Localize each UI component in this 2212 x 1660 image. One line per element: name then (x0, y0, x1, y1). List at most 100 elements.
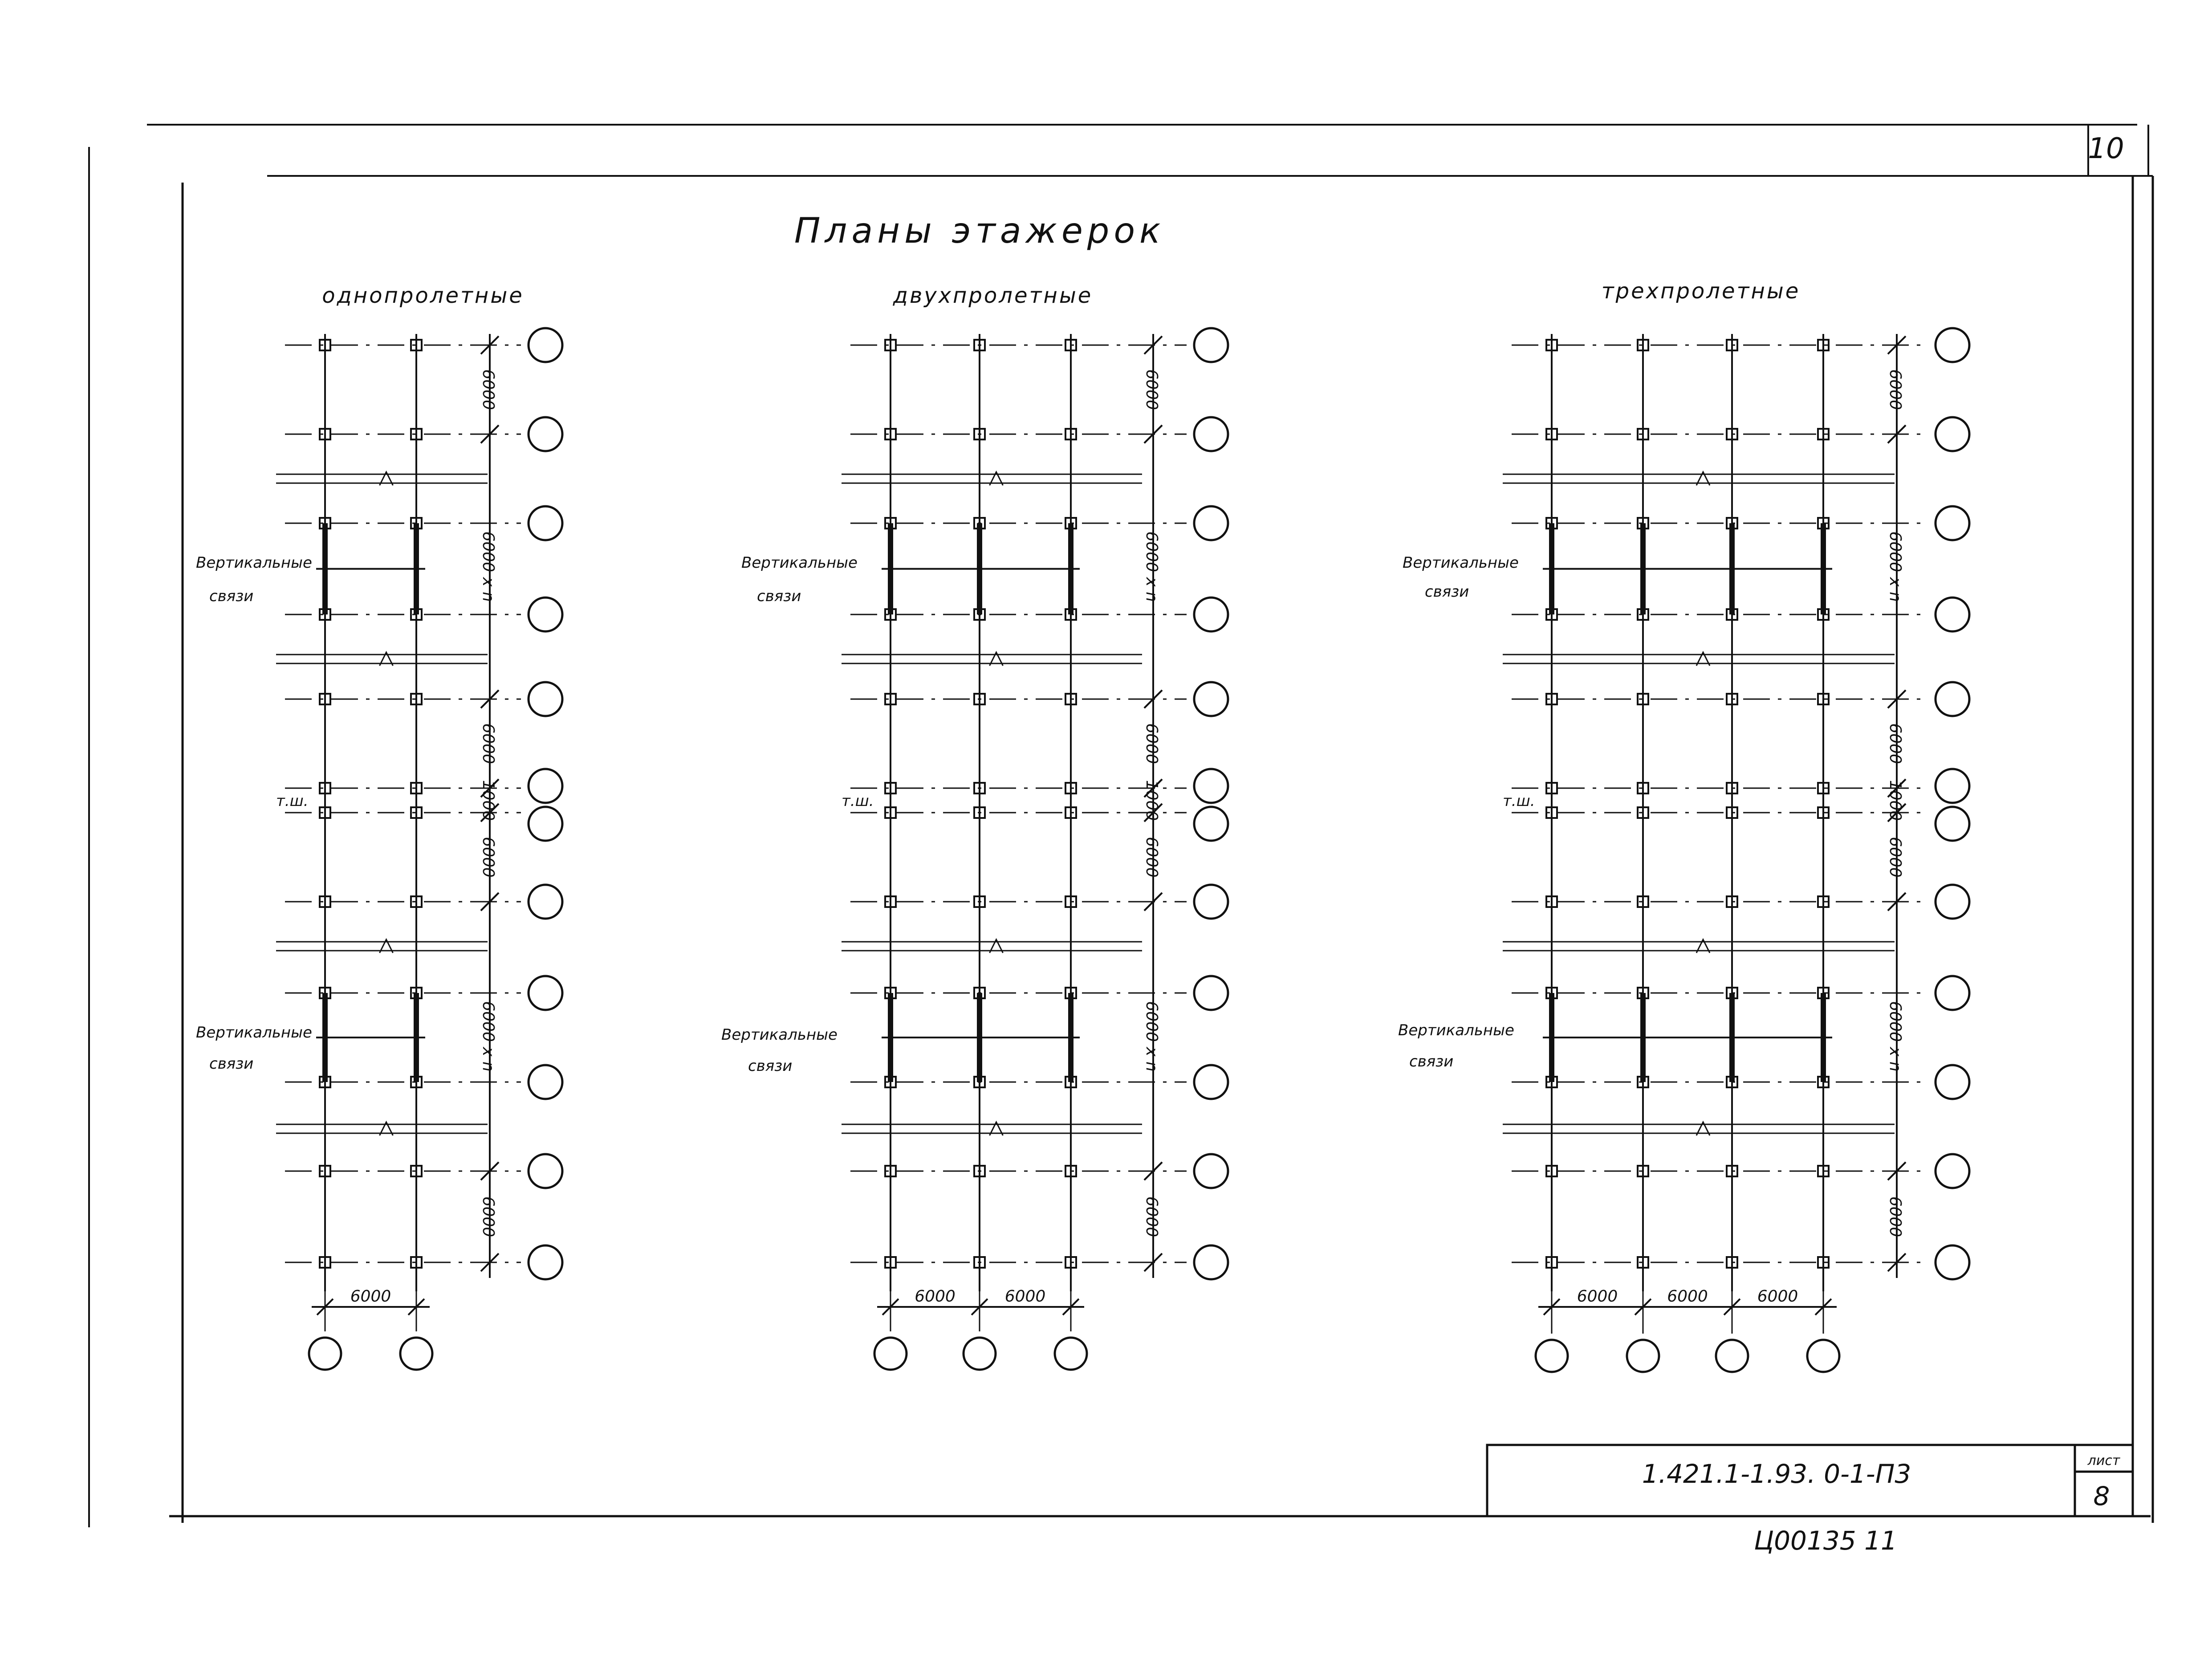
column-node (1065, 806, 1077, 819)
break-mark (379, 470, 394, 486)
dimension-text-vertical: 6000 x n (479, 1001, 497, 1072)
dimension-text-vertical: 6000 x n (1886, 1001, 1904, 1072)
axis-bubble-row (527, 1064, 564, 1100)
break-mark (379, 938, 394, 953)
dimension-tick (1634, 1298, 1652, 1316)
column-node (1065, 339, 1077, 351)
dimension-tick (1143, 1161, 1163, 1181)
plan-subtitle-2: двухпролетные (893, 283, 1093, 308)
axis-bubble-row (1193, 1064, 1229, 1100)
break-mark (989, 1120, 1004, 1136)
column-node (410, 1165, 423, 1177)
column-node (1726, 428, 1738, 440)
dimension-tick (1143, 424, 1163, 444)
column-node (410, 428, 423, 440)
column-node (410, 806, 423, 819)
axis-bubble-row (1193, 596, 1229, 633)
dimension-text-vertical: 6000 (1886, 1196, 1904, 1237)
dimension-text-vertical: 6000 x n (479, 531, 497, 602)
axis-bubble-row (527, 883, 564, 920)
dimension-tick (1887, 335, 1907, 355)
dimension-tick (1062, 1298, 1080, 1316)
dimension-text-vertical: 6000 (1886, 369, 1904, 410)
axis-bubble-bottom (399, 1336, 434, 1371)
dimension-text-horizontal: 6000 (350, 1287, 391, 1306)
axis-bubble-row (1934, 505, 1971, 541)
axis-bubble-row (1934, 596, 1971, 633)
axis-bubble-row (527, 505, 564, 541)
column-node (410, 693, 423, 705)
dimension-tick (1543, 1298, 1561, 1316)
column-node (973, 806, 986, 819)
column-node (1726, 1165, 1738, 1177)
svg-text:связи: связи (748, 1057, 792, 1075)
column-node (973, 339, 986, 351)
axis-bubble-row (527, 681, 564, 717)
dimension-tick (1887, 803, 1907, 822)
column-node (1545, 1256, 1558, 1269)
column-node (1817, 1165, 1830, 1177)
column-node (1817, 428, 1830, 440)
column-node (1817, 693, 1830, 705)
column-node (1545, 339, 1558, 351)
axis-bubble-row (1193, 1153, 1229, 1189)
dimension-tick (480, 424, 500, 444)
axis-bubble-bottom (1053, 1336, 1088, 1371)
axis-bubble-row (1934, 416, 1971, 452)
column-node (1637, 693, 1649, 705)
dimension-tick (1143, 892, 1163, 911)
column-node (319, 806, 331, 819)
page-number: 10 (2088, 132, 2124, 165)
axis-bubble-row (527, 806, 564, 842)
axis-bubble-row (1193, 327, 1229, 363)
axis-bubble-row (1193, 768, 1229, 804)
dimension-text-horizontal: 6000 (1005, 1287, 1046, 1306)
dimension-text-horizontal: 6000 (915, 1287, 956, 1306)
dimension-text-horizontal: 6000 (1667, 1287, 1708, 1306)
dimension-text-vertical: 6000 (1886, 723, 1904, 764)
dimension-text-vertical: 6000 x n (1886, 531, 1904, 602)
column-node (884, 806, 897, 819)
dimension-tick (1887, 778, 1907, 798)
dimension-text-vertical: 6000 (479, 723, 497, 764)
axis-bubble-row (527, 975, 564, 1011)
bracing-label-2a: Вертикальные связи (741, 554, 858, 605)
sheet-number: 8 (2094, 1481, 2110, 1511)
axis-bubble-row (1193, 681, 1229, 717)
dimension-text-vertical: 6000 x n (1143, 531, 1161, 602)
plan-subtitle-3: трехпролетные (1602, 279, 1801, 304)
plan-subtitle-1: однопролетные (322, 283, 524, 308)
dimension-tick (316, 1298, 334, 1316)
break-mark (989, 651, 1004, 666)
column-node (1065, 1256, 1077, 1269)
axis-bubble-bottom (1715, 1339, 1749, 1373)
column-node (1726, 1256, 1738, 1269)
column-node (973, 693, 986, 705)
column-node (319, 782, 331, 794)
axis-bubble-row (1193, 806, 1229, 842)
svg-text:связи: связи (1425, 583, 1469, 601)
dimension-tick (480, 803, 500, 822)
dimension-text-horizontal: 6000 (1577, 1287, 1618, 1306)
axis-bubble-row (527, 1153, 564, 1189)
axis-bubble-row (1193, 975, 1229, 1011)
column-node (319, 1165, 331, 1177)
column-node (1637, 895, 1649, 908)
joint-label-2: т.ш. (842, 792, 874, 810)
dimension-tick (1143, 778, 1163, 798)
column-node (319, 339, 331, 351)
svg-text:связи: связи (757, 587, 801, 605)
dimension-tick (480, 1161, 500, 1181)
break-mark (989, 470, 1004, 486)
dimension-tick (1723, 1298, 1741, 1316)
axis-bubble-row (1934, 1153, 1971, 1189)
column-node (1817, 782, 1830, 794)
column-node (884, 895, 897, 908)
joint-label-1: т.ш. (276, 792, 309, 810)
dimension-text-vertical: 6000 (1143, 723, 1161, 764)
sheet-frame (88, 124, 2154, 1527)
dimension-text-vertical: 6000 (479, 837, 497, 878)
break-mark (1696, 1120, 1711, 1136)
